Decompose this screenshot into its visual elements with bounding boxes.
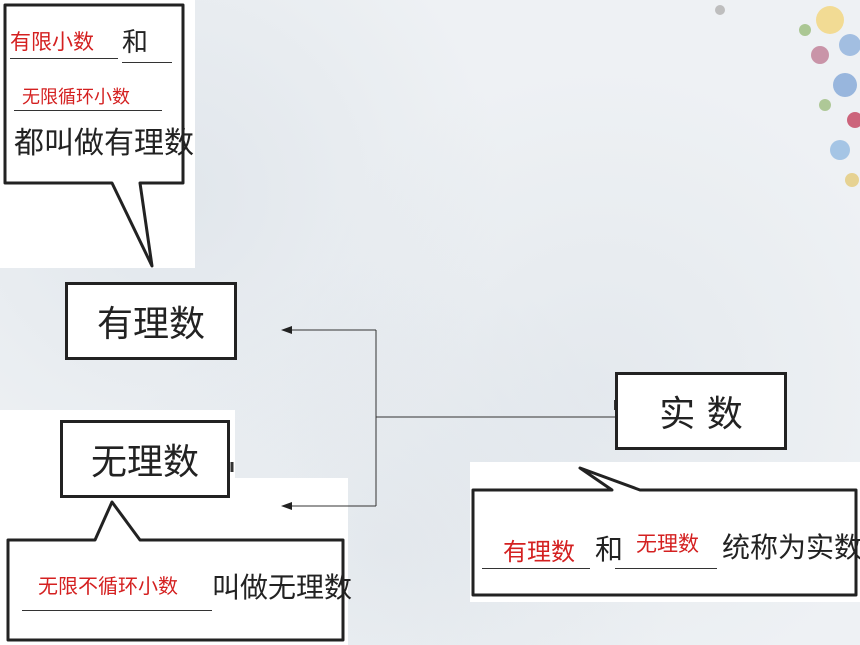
blank-repeating-decimal: 无限循环小数 xyxy=(22,87,130,108)
irrational-number-label: 无理数 xyxy=(90,442,199,483)
real-number-box: 实 数 xyxy=(615,372,787,450)
blank-irrational: 无理数 xyxy=(636,532,699,556)
conjunction-he: 和 xyxy=(122,28,149,58)
rational-underline xyxy=(482,568,590,569)
rational-number-label: 有理数 xyxy=(96,304,205,345)
irrational-number-box: 无理数 xyxy=(60,420,230,498)
irrational-underline xyxy=(615,568,717,569)
real-definition-suffix: 统称为实数 xyxy=(722,531,860,564)
blank-nonrepeating-decimal: 无限不循环小数 xyxy=(38,574,178,598)
flower-decoration-icon xyxy=(715,5,860,187)
nonrepeating-underline xyxy=(22,610,212,611)
irrational-definition-suffix: 叫做无理数 xyxy=(212,571,353,604)
blank2-underline xyxy=(14,110,162,111)
conjunction-he-2: 和 xyxy=(595,533,624,566)
blank-finite-decimal: 有限小数 xyxy=(10,30,94,54)
blank1-underline xyxy=(10,58,118,59)
real-number-label: 实 数 xyxy=(659,394,743,435)
rational-definition-suffix: 都叫做有理数 xyxy=(14,126,194,161)
rational-number-box: 有理数 xyxy=(65,282,237,360)
blank-rational: 有理数 xyxy=(503,538,575,566)
he-underline xyxy=(122,62,172,63)
